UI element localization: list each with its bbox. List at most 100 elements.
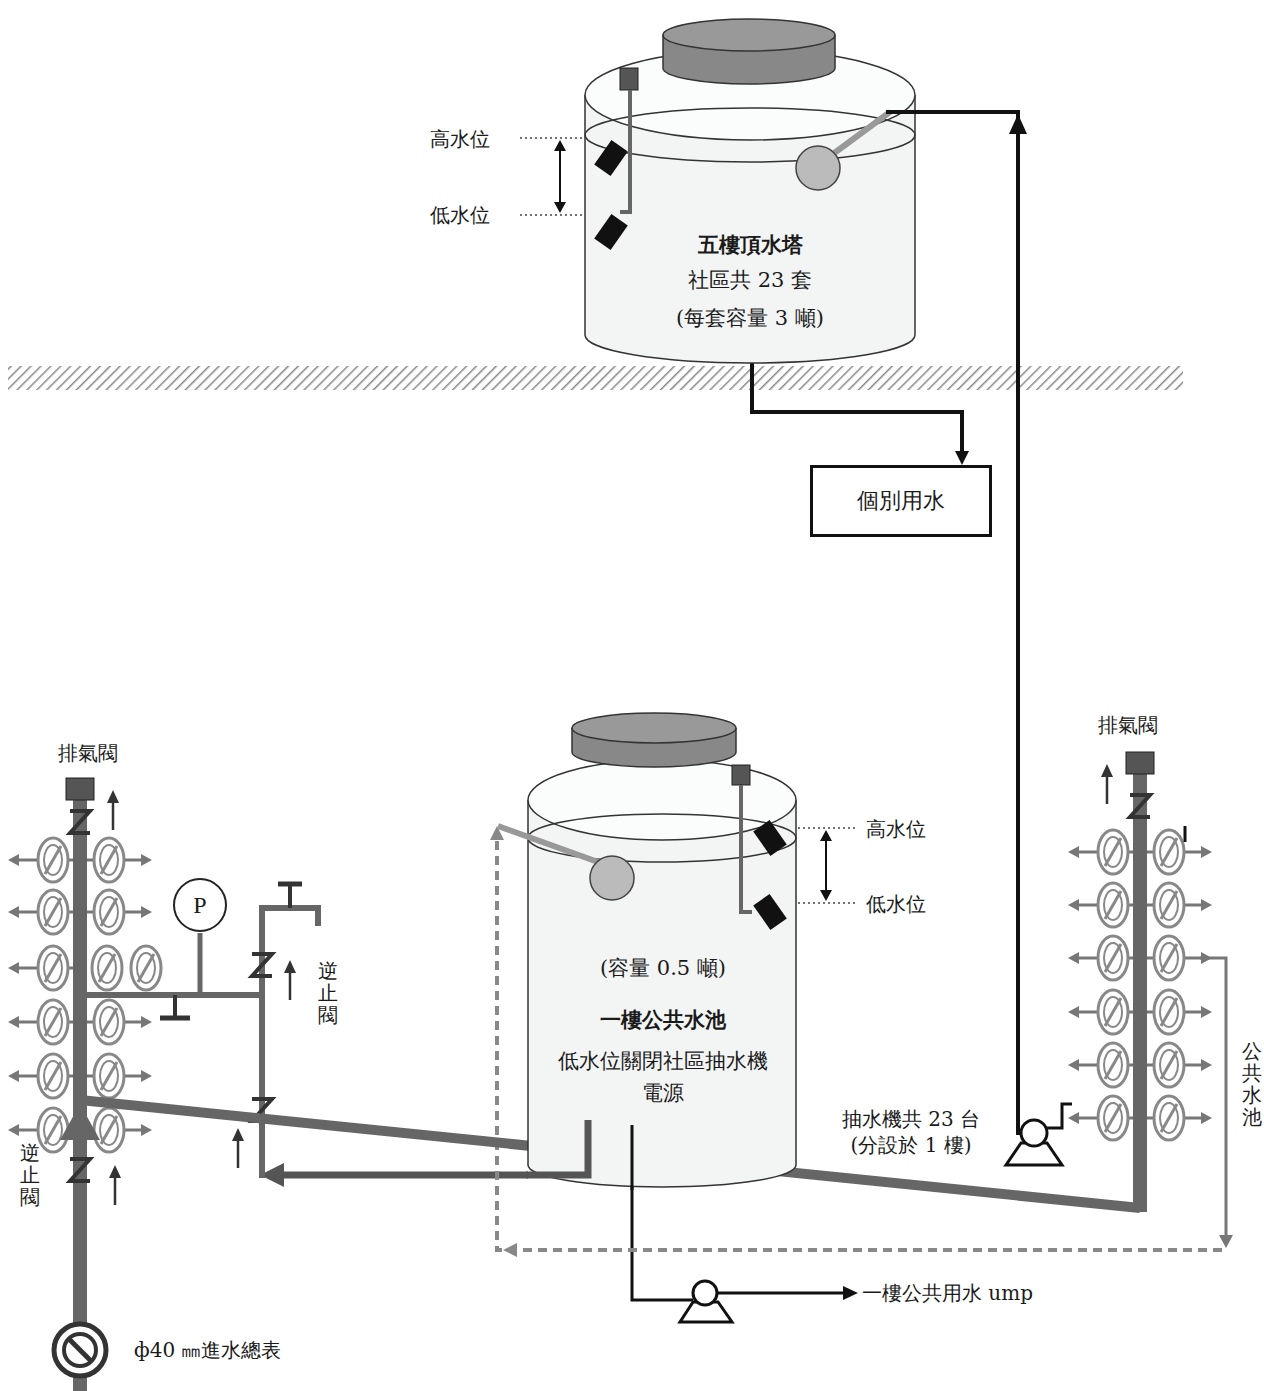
drawing-part — [632, 1185, 693, 1300]
drawing-part — [1101, 764, 1113, 804]
drawing-part — [92, 946, 122, 990]
drawing-part — [886, 110, 918, 114]
outlet-label: 一樓公共用水 ump — [862, 1280, 1033, 1306]
meter-label: ф40 ㎜進水總表 — [134, 1337, 281, 1363]
valve-label: 逆止閥 — [318, 960, 338, 1026]
drawing-part — [798, 827, 858, 829]
public-tank: (容量 0.5 噸) 一樓公共水池低水位關閉社區抽水機電源 — [526, 700, 800, 1190]
drawing-part — [1219, 1235, 1233, 1248]
drawing-part — [70, 811, 90, 833]
drawing-part — [520, 214, 586, 216]
usage-box-text: 個別用水 — [857, 488, 945, 514]
drawing-part — [1047, 1104, 1072, 1128]
drawing-part — [843, 1286, 858, 1300]
drawing-part — [198, 933, 203, 995]
drawing-part — [498, 713, 796, 1190]
drawing-part — [54, 1324, 106, 1376]
drawing-part — [60, 1104, 100, 1140]
drawing-part — [717, 1292, 846, 1295]
drawing-part — [594, 214, 628, 250]
water-level-label: 高水位 — [866, 816, 926, 842]
public-tank-outline — [526, 700, 800, 1190]
drawing-part — [798, 902, 858, 904]
valve-label: 逆止閥 — [20, 1142, 40, 1208]
drawing-part — [80, 992, 262, 998]
pipe-line — [752, 362, 962, 453]
water-tower-text: (每套容量 3 噸) — [583, 305, 917, 331]
drawing-part — [1021, 1120, 1047, 1146]
drawing-part — [278, 882, 302, 887]
drawing-part — [490, 826, 517, 1257]
drawing-part — [620, 68, 638, 90]
drawing-part — [1200, 958, 1226, 1236]
water-tower: 五樓頂水塔社區共 23 套 (每套容量 3 噸) — [583, 15, 917, 365]
pressure-gauge: P — [172, 877, 228, 933]
public-tank-text: 一樓公共水池 — [526, 1007, 800, 1033]
drawing-part — [820, 830, 832, 901]
pump-label: 抽水機共 23 台 (分設於 1 樓) — [822, 1106, 1000, 1158]
drawing-part — [732, 765, 750, 785]
drawing-part — [631, 1125, 634, 1190]
water-tower-text: 社區共 23 套 — [583, 267, 917, 293]
drawing-part — [109, 1165, 121, 1205]
pipe-connector — [752, 362, 969, 465]
drawing-part — [663, 19, 835, 51]
drawing-part — [262, 908, 318, 1178]
drawing-part — [173, 995, 177, 1018]
drawing-part — [753, 894, 787, 930]
drawing-part — [528, 760, 796, 840]
drawing-part — [528, 800, 796, 1187]
water-level-label: 低水位 — [430, 202, 490, 228]
drawing-part — [232, 1128, 244, 1168]
pressure-gauge-text: P — [193, 892, 206, 918]
drawing-part — [915, 112, 1021, 1133]
drawing-part — [559, 148, 561, 205]
drawing-part — [1130, 795, 1150, 817]
drawing-part — [252, 954, 272, 976]
drawing-part — [8, 962, 19, 974]
drawing-part — [1184, 826, 1187, 842]
valve-label: 排氣閥 — [1098, 712, 1158, 738]
water-level-label: 高水位 — [430, 126, 490, 152]
drawing-part — [498, 826, 598, 862]
drawing-part — [38, 946, 68, 990]
public-tank-text: (容量 0.5 噸) — [526, 955, 800, 981]
drawing-part — [8, 366, 1183, 390]
valve-label: 排氣閥 — [58, 740, 118, 766]
drawing-part — [572, 713, 736, 743]
drawing-part — [1133, 774, 1147, 1212]
drawing-part — [288, 884, 292, 908]
arrow-head — [955, 451, 969, 465]
drawing-part — [796, 146, 840, 190]
drawing-part — [753, 820, 787, 856]
drawing-part — [284, 960, 296, 1000]
drawing-part — [160, 1016, 190, 1021]
drawing-part — [1009, 114, 1027, 134]
drawing-part — [73, 800, 87, 1391]
drawing-part — [1126, 752, 1154, 774]
drawing-part — [741, 785, 752, 912]
drawing-part — [107, 790, 119, 830]
water-level-label: 低水位 — [866, 891, 926, 917]
drawing-part — [526, 1120, 588, 1175]
drawing-part — [594, 140, 628, 176]
water-tower-text: 五樓頂水塔 — [583, 232, 917, 258]
drawing-part — [66, 778, 94, 800]
usage-box: 個別用水 — [810, 465, 992, 537]
drawing-part — [70, 1159, 90, 1181]
drawing-part — [693, 1281, 717, 1305]
drawing-part — [275, 1172, 528, 1179]
drawing-part — [131, 946, 161, 990]
public-tank-text: 低水位關閉社區抽水機電源 — [553, 1045, 773, 1109]
drawing-part — [554, 140, 566, 213]
drawing-part — [520, 137, 586, 139]
drawing-part — [174, 879, 226, 931]
drawing-part — [585, 108, 915, 162]
drawing-part — [528, 814, 796, 862]
drawing-part — [825, 838, 827, 893]
drawing-part — [590, 856, 634, 900]
drawing-part — [64, 1334, 96, 1366]
pipe-label: 公共水池 — [1242, 1040, 1262, 1128]
drawing-part — [69, 1339, 91, 1361]
